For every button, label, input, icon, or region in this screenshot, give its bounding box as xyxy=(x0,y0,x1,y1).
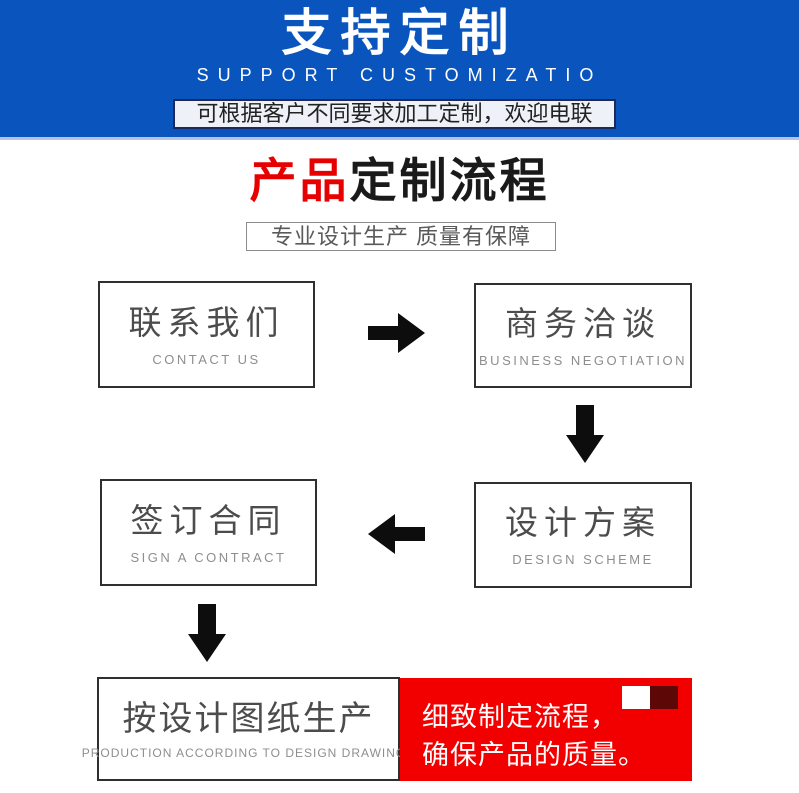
support-customization-banner: 支持定制 SUPPORT CUSTOMIZATIO 可根据客户不同要求加工定制，… xyxy=(0,0,799,137)
arrow-down-icon xyxy=(188,604,226,662)
flow-step-production: 按设计图纸生产 PRODUCTION ACCORDING TO DESIGN D… xyxy=(82,677,414,781)
arrow-left-icon xyxy=(368,514,425,554)
flow-step-sign-contract-sublabel: SIGN A CONTRACT xyxy=(130,549,287,565)
section-title-red-part: 产品 xyxy=(249,154,350,207)
flow-step-design-scheme: 设计方案 DESIGN SCHEME xyxy=(474,482,692,588)
callout-line-1: 细致制定流程， xyxy=(422,702,618,732)
flow-step-sign-contract-label: 签订合同 xyxy=(130,501,287,539)
flow-step-sign-contract: 签订合同 SIGN A CONTRACT xyxy=(100,479,317,586)
callout-maroon-square-decoration xyxy=(650,686,678,709)
callout-white-square-decoration xyxy=(622,686,650,709)
flow-step-production-sublabel: PRODUCTION ACCORDING TO DESIGN DRAWINGS xyxy=(81,745,416,760)
banner-shadow-divider xyxy=(0,137,799,140)
flow-step-contact-us: 联系我们 CONTACT US xyxy=(98,281,315,388)
arrow-down-icon xyxy=(566,405,604,463)
flow-step-contact-us-sublabel: CONTACT US xyxy=(152,351,261,367)
quality-callout: 细致制定流程， 确保产品的质量。 xyxy=(400,678,692,781)
section-title-black-part: 定制流程 xyxy=(349,154,550,207)
flow-step-business-negotiation-label: 商务洽谈 xyxy=(505,304,661,342)
flow-step-business-negotiation: 商务洽谈 BUSINESS NEGOTIATION xyxy=(474,283,692,388)
banner-subtitle: SUPPORT CUSTOMIZATIO xyxy=(196,65,603,85)
section-tagline: 专业设计生产 质量有保障 xyxy=(246,222,556,251)
callout-line-2: 确保产品的质量。 xyxy=(422,740,646,770)
banner-title: 支持定制 xyxy=(281,5,518,61)
flow-step-business-negotiation-sublabel: BUSINESS NEGOTIATION xyxy=(479,352,687,368)
flow-step-contact-us-label: 联系我们 xyxy=(128,303,285,341)
flow-step-design-scheme-sublabel: DESIGN SCHEME xyxy=(512,552,654,567)
banner-note: 可根据客户不同要求加工定制，欢迎电联 xyxy=(173,99,616,129)
flow-step-production-label: 按设计图纸生产 xyxy=(122,699,375,738)
arrow-right-icon xyxy=(368,313,425,353)
flow-step-design-scheme-label: 设计方案 xyxy=(505,504,661,541)
section-title: 产品定制流程 xyxy=(0,152,799,210)
